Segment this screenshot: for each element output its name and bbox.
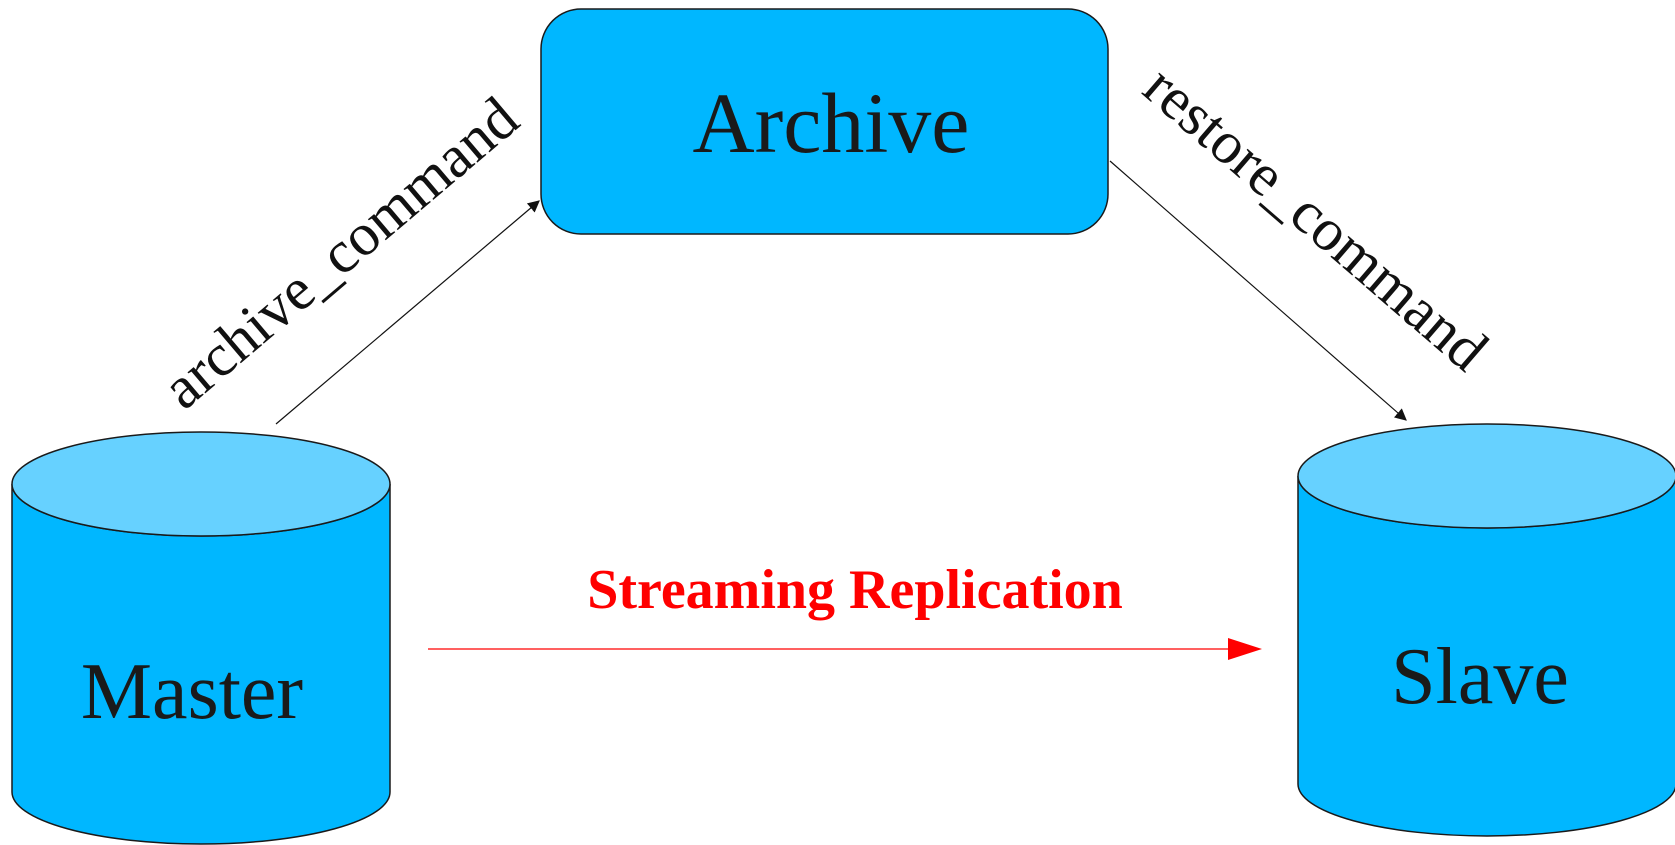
master-node: Master <box>11 431 391 845</box>
slave-node: Slave <box>1297 423 1675 837</box>
archive-command-edge: archive_command <box>150 84 540 425</box>
restore-command-label: restore_command <box>1132 52 1501 383</box>
master-cylinder-top <box>11 431 391 537</box>
streaming-replication-label: Streaming Replication <box>587 559 1123 621</box>
slave-label: Slave <box>1391 633 1569 721</box>
archive-node: Archive <box>540 8 1109 235</box>
archive-label: Archive <box>693 75 970 171</box>
archive-command-arrow <box>275 200 540 425</box>
streaming-replication-edge: Streaming Replication <box>428 559 1262 660</box>
restore-command-arrow <box>1109 160 1407 421</box>
streaming-replication-arrowhead <box>1228 638 1262 660</box>
archive-command-label: archive_command <box>150 84 531 421</box>
restore-command-edge: restore_command <box>1109 52 1501 421</box>
master-label: Master <box>81 648 303 736</box>
slave-cylinder-top <box>1297 423 1675 529</box>
archive-box <box>540 8 1109 235</box>
